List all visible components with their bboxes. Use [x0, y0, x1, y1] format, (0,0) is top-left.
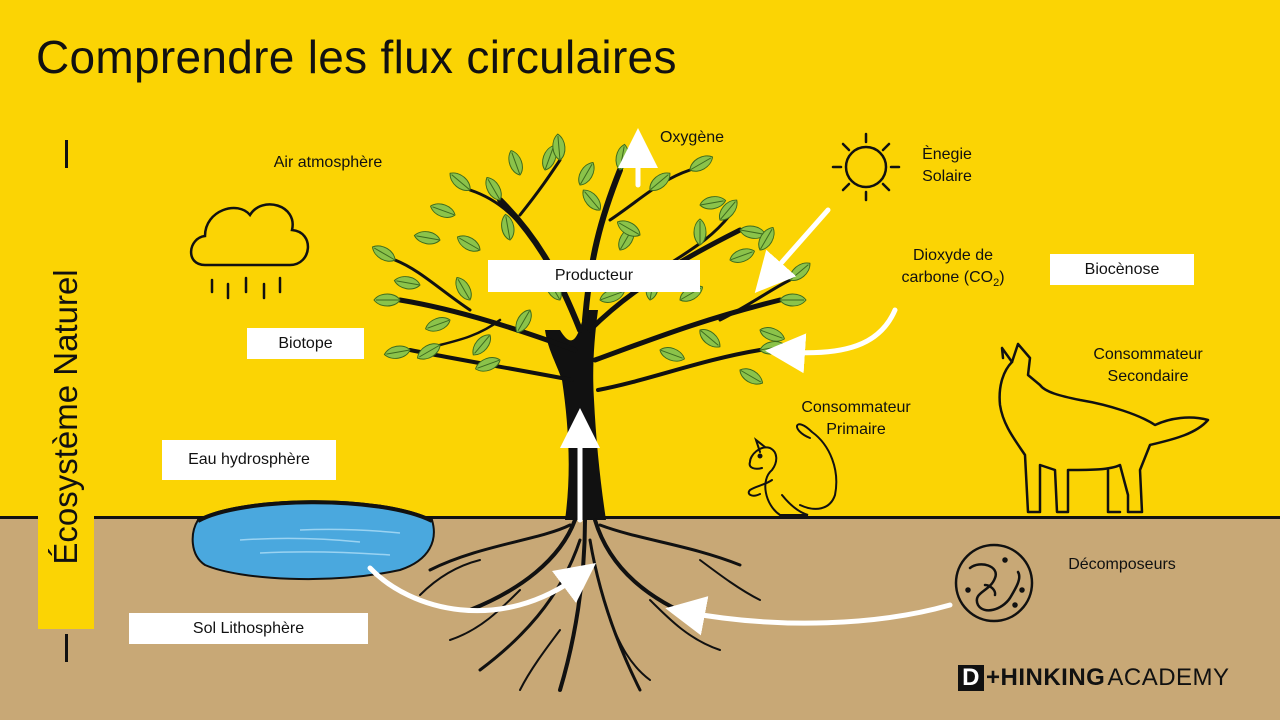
- flow-arrows: [367, 128, 953, 636]
- logo-light-text: ACADEMY: [1107, 664, 1230, 691]
- arrow-decomposers: [665, 596, 953, 636]
- box-biocenosis: Biocènose: [1050, 254, 1194, 285]
- label-secondary-consumer: Consommateur Secondaire: [1070, 344, 1226, 388]
- cloud-rain-icon: [189, 203, 310, 300]
- label-decomposers: Décomposeurs: [1068, 556, 1176, 573]
- label-energy-line1: Ènegie: [922, 146, 972, 163]
- box-water: Eau hydrosphère: [162, 440, 336, 480]
- page-title: Comprendre les flux circulaires: [36, 31, 677, 83]
- label-primary-consumer: Consommateur Primaire: [780, 397, 932, 441]
- logo-bold-text: +HINKING: [986, 664, 1106, 691]
- side-tick-bottom: [65, 634, 68, 662]
- side-tick-top: [65, 140, 68, 168]
- label-co2-text: carbone (CO: [901, 269, 994, 286]
- label-air: Air atmosphère: [273, 154, 383, 171]
- label-co2: Dioxyde de carbone (CO2): [882, 245, 1024, 294]
- logo-mark: D: [958, 664, 984, 691]
- box-producer: Producteur: [488, 260, 700, 292]
- label-co2-subscript: 2: [993, 277, 1000, 290]
- side-label: Écosystème Naturel: [47, 269, 84, 565]
- label-secondary-line1: Consommateur: [1093, 346, 1203, 363]
- label-co2-line1: Dioxyde de: [912, 247, 994, 264]
- ground-line: [0, 516, 1280, 519]
- label-co2-line2: carbone (CO2): [882, 267, 1024, 294]
- worm-icon: [954, 543, 1034, 623]
- label-oxygen: Oxygène: [659, 129, 725, 146]
- arrow-co2: [765, 307, 898, 374]
- box-biotope: Biotope: [247, 328, 364, 359]
- label-primary-line1: Consommateur: [801, 399, 911, 416]
- arrow-water: [367, 563, 597, 614]
- arrow-solar: [754, 207, 831, 293]
- sun-icon: [831, 132, 901, 202]
- wolf-icon: [998, 342, 1210, 514]
- brand-logo: D +HINKING ACADEMY: [958, 664, 1230, 692]
- label-energy-line2: Solaire: [922, 168, 972, 185]
- label-co2-suffix: ): [999, 269, 1005, 286]
- label-energy: Ènegie Solaire: [905, 144, 989, 188]
- pond-icon: [191, 500, 435, 581]
- box-soil: Sol Lithosphère: [129, 613, 368, 644]
- label-primary-line2: Primaire: [826, 421, 886, 438]
- label-secondary-line2: Secondaire: [1107, 368, 1189, 385]
- side-label-bar: [38, 205, 94, 629]
- squirrel-icon: [747, 423, 838, 516]
